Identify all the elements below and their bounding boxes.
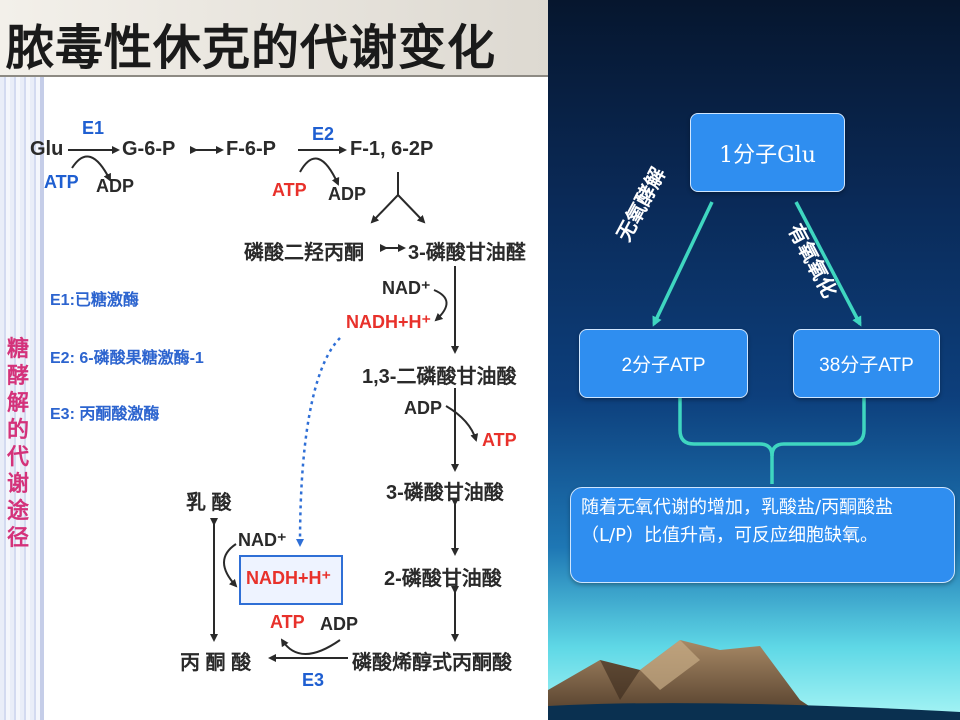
arrow-e1-cofactor <box>71 155 111 182</box>
cofactor-adp-2: ADP <box>328 184 367 204</box>
atp2-box: 2分子ATP <box>579 329 748 398</box>
water-shape <box>548 703 960 720</box>
arrow-adp-atp-cofactor <box>445 405 479 442</box>
enzyme-e2: E2 <box>312 124 335 144</box>
arrow-split-left <box>370 194 399 224</box>
glucose-box-label: 1分子Glu <box>719 142 816 168</box>
node-g3p: 3-磷酸甘油醛 <box>408 242 526 264</box>
vertical-char: 谢 <box>6 472 29 497</box>
nadh-highlight-box <box>239 555 343 605</box>
cofactor-atp-4: ATP <box>270 612 305 632</box>
vertical-char: 途 <box>6 499 29 524</box>
arrow-e2-cofactor <box>299 157 340 186</box>
cofactor-atp-1: ATP <box>44 172 79 192</box>
slide-title: 脓毒性休克的代谢变化 <box>6 20 497 76</box>
cofactor-atp-2: ATP <box>272 180 307 200</box>
enzyme-e1: E1 <box>82 118 105 138</box>
cofactor-nadh-1: NADH+H⁺ <box>346 312 432 332</box>
glucose-box: 1分子Glu <box>690 113 845 192</box>
cofactor-adp-4: ADP <box>320 614 359 634</box>
mountain-shape <box>548 640 830 720</box>
legend-e1: E1:已糖激酶 <box>50 292 139 309</box>
vertical-char: 的 <box>6 418 29 443</box>
cofactor-nad-1: NAD⁺ <box>382 278 431 298</box>
vertical-label: 糖 酵 解 的 代 谢 途 径 <box>4 336 32 552</box>
node-lactate: 乳 酸 <box>186 492 232 514</box>
cofactor-atp-3: ATP <box>482 430 517 450</box>
node-bpg13: 1,3-二磷酸甘油酸 <box>362 366 517 388</box>
arrow-nadh-cofactor <box>223 543 238 588</box>
cofactor-adp-3: ADP <box>404 398 443 418</box>
atp38-box: 38分子ATP <box>793 329 940 398</box>
legend-e2: E2: 6-磷酸果糖激酶-1 <box>50 350 204 367</box>
arrow-split-right <box>397 194 426 224</box>
arrow-nadh-transfer <box>296 337 341 547</box>
node-pyruvate: 丙 酮 酸 <box>180 652 252 674</box>
legend-e3: E3: 丙酮酸激酶 <box>50 406 160 423</box>
vertical-char: 解 <box>6 391 29 416</box>
node-pg3: 3-磷酸甘油酸 <box>386 482 504 504</box>
decorative-stripe <box>0 75 44 720</box>
node-pg2: 2-磷酸甘油酸 <box>384 568 502 590</box>
arrow-anaerobic <box>652 201 714 327</box>
vertical-char: 酵 <box>6 364 29 389</box>
node-glu: Glu <box>30 138 64 160</box>
node-f6p: F-6-P <box>226 138 276 160</box>
node-pep: 磷酸烯醇式丙酮酸 <box>352 652 512 674</box>
brace-left <box>678 398 774 484</box>
brace-right <box>770 398 866 457</box>
node-dhap: 磷酸二羟丙酮 <box>244 242 364 264</box>
vertical-char: 径 <box>6 526 29 551</box>
enzyme-e3: E3 <box>302 670 325 690</box>
arrow-aerobic <box>794 201 862 327</box>
title-bar: 脓毒性休克的代谢变化 <box>0 0 548 77</box>
note-text: 随着无氧代谢的增加，乳酸盐/丙酮酸盐（L/P）比值升高，可反应细胞缺氧。 <box>581 497 894 546</box>
node-f16p: F-1, 6-2P <box>350 138 434 160</box>
vertical-char: 糖 <box>6 337 29 362</box>
cofactor-nad-2: NAD⁺ <box>238 530 287 550</box>
cofactor-nadh-2: NADH+H⁺ <box>246 568 332 588</box>
vertical-char: 代 <box>6 445 29 470</box>
node-g6p: G-6-P <box>122 138 176 160</box>
arrow-nad-cofactor <box>433 289 448 322</box>
cofactor-adp-1: ADP <box>96 176 135 196</box>
mountain-shadow <box>600 660 640 700</box>
arrow-e3-cofactor <box>280 638 341 655</box>
mountain-highlight <box>640 640 700 690</box>
atp38-box-label: 38分子ATP <box>819 355 914 376</box>
atp2-box-label: 2分子ATP <box>621 355 706 376</box>
note-box: 随着无氧代谢的增加，乳酸盐/丙酮酸盐（L/P）比值升高，可反应细胞缺氧。 <box>570 487 955 583</box>
